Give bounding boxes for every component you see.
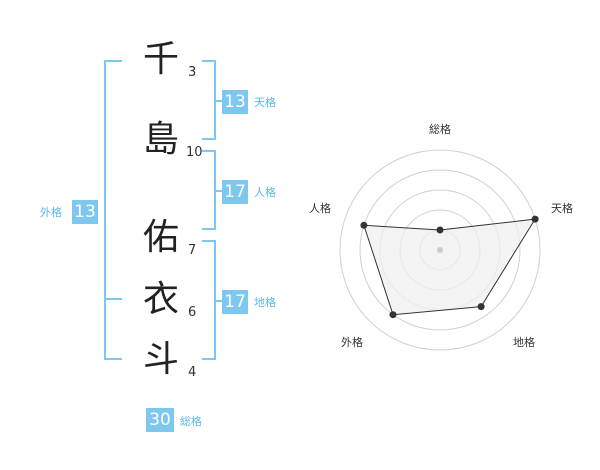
radar-axis-label-soukaku: 総格	[429, 122, 451, 136]
name-char-4: 衣	[142, 279, 179, 320]
radar-point-5	[360, 221, 368, 229]
soukaku-label: 総格	[180, 415, 202, 428]
tenkaku-connector	[214, 100, 222, 102]
radar-axis-label-jinkaku: 人格	[309, 201, 331, 215]
gaikaku-value-badge: 13	[72, 200, 98, 224]
name-char-1: 千	[142, 39, 179, 80]
radar-point-1	[436, 226, 444, 234]
stroke-count-3: 7	[188, 243, 197, 258]
radar-ring	[359, 169, 521, 331]
radar-point-4	[389, 311, 397, 319]
chikaku-label: 地格	[254, 296, 276, 309]
chikaku-connector	[214, 300, 222, 302]
gaikaku-label: 外格	[40, 206, 62, 219]
radar-center-dot	[437, 247, 443, 253]
radar-axis-label-chikaku: 地格	[513, 335, 535, 349]
jinkaku-label: 人格	[254, 186, 276, 199]
jinkaku-connector	[214, 190, 222, 192]
radar-ring	[339, 149, 541, 351]
name-char-5: 斗	[142, 339, 179, 380]
stroke-count-1: 3	[188, 65, 197, 80]
radar-point-2	[531, 215, 539, 223]
tenkaku-label: 天格	[254, 96, 276, 109]
radar-point-3	[477, 303, 485, 311]
chikaku-value-badge: 17	[222, 290, 248, 314]
soukaku-value-badge: 30	[146, 408, 174, 432]
stroke-count-2: 10	[186, 145, 203, 160]
name-char-3: 佑	[142, 217, 179, 258]
gaikaku-bracket-tick	[104, 298, 122, 300]
tenkaku-value-badge: 13	[222, 90, 248, 114]
gaikaku-bracket	[104, 60, 122, 360]
radar-axis-label-tenkaku: 天格	[551, 201, 573, 215]
radar-data-points	[360, 215, 539, 319]
stroke-count-4: 6	[188, 305, 197, 320]
jinkaku-value-badge: 17	[222, 180, 248, 204]
stroke-count-5: 4	[188, 365, 197, 380]
name-char-2: 島	[142, 119, 179, 160]
radar-axis-label-gaikaku: 外格	[341, 335, 363, 349]
radar-data-polygon	[363, 218, 537, 316]
